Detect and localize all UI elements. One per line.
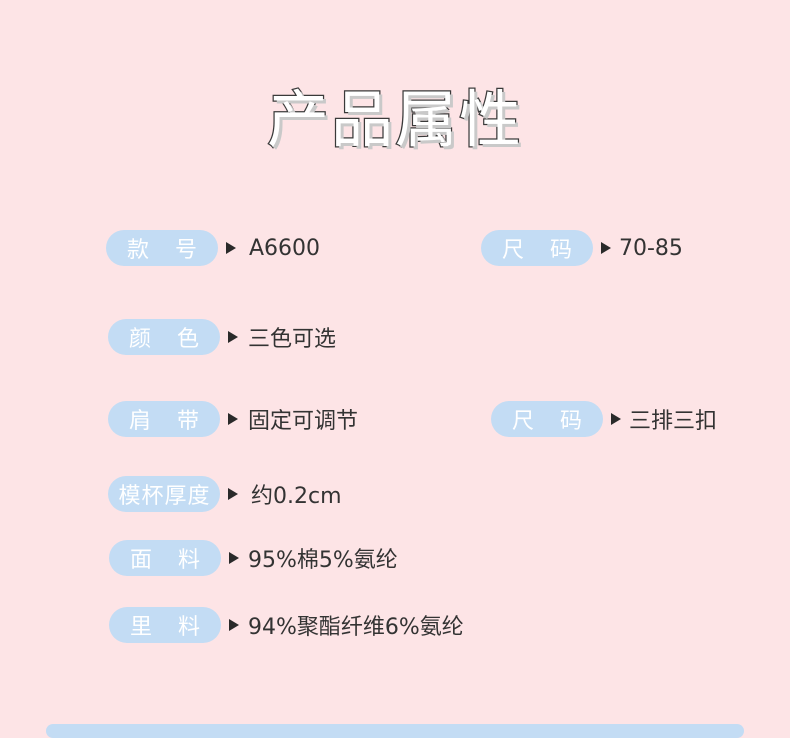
label-pill-strap: 肩带 bbox=[108, 401, 220, 437]
attribute-row-fabric: 面料 95%棉5%氨纶 bbox=[109, 539, 398, 577]
attribute-row-color: 颜色 三色可选 bbox=[108, 318, 336, 356]
triangle-right-icon bbox=[228, 413, 238, 425]
label-pill-lining: 里料 bbox=[109, 607, 221, 643]
label-pill-hook: 尺码 bbox=[491, 401, 603, 437]
value-fabric: 95%棉5%氨纶 bbox=[248, 548, 398, 573]
value-color: 三色可选 bbox=[248, 327, 337, 352]
value-lining: 94%聚酯纤维6%氨纶 bbox=[248, 615, 464, 640]
triangle-right-icon bbox=[228, 488, 238, 500]
value-strap: 固定可调节 bbox=[248, 409, 359, 434]
label-pill-size: 尺码 bbox=[481, 230, 593, 266]
triangle-right-icon bbox=[611, 413, 621, 425]
triangle-right-icon bbox=[229, 619, 239, 631]
page-title: 产品属性 bbox=[266, 82, 523, 158]
attribute-row-style-number: 款号 A6600 bbox=[106, 229, 320, 267]
bottom-decoration-bar bbox=[46, 724, 744, 738]
attribute-row-strap: 肩带 固定可调节 bbox=[108, 400, 358, 438]
label-pill-color: 颜色 bbox=[108, 319, 220, 355]
triangle-right-icon bbox=[226, 242, 236, 254]
triangle-right-icon bbox=[228, 331, 238, 343]
value-size: 70-85 bbox=[619, 235, 683, 261]
label-pill-style-number: 款号 bbox=[106, 230, 218, 266]
attribute-row-hook: 尺码 三排三扣 bbox=[491, 400, 717, 438]
value-hook: 三排三扣 bbox=[629, 409, 718, 434]
label-pill-cup-thickness: 模杯厚度 bbox=[108, 476, 220, 512]
label-pill-fabric: 面料 bbox=[109, 540, 221, 576]
attribute-row-cup-thickness: 模杯厚度 约0.2cm bbox=[108, 475, 342, 513]
attribute-row-lining: 里料 94%聚酯纤维6%氨纶 bbox=[109, 606, 464, 644]
triangle-right-icon bbox=[601, 242, 611, 254]
triangle-right-icon bbox=[229, 552, 239, 564]
attribute-row-size: 尺码 70-85 bbox=[481, 229, 683, 267]
value-style-number: A6600 bbox=[249, 235, 321, 261]
value-cup-thickness: 约0.2cm bbox=[251, 484, 342, 509]
